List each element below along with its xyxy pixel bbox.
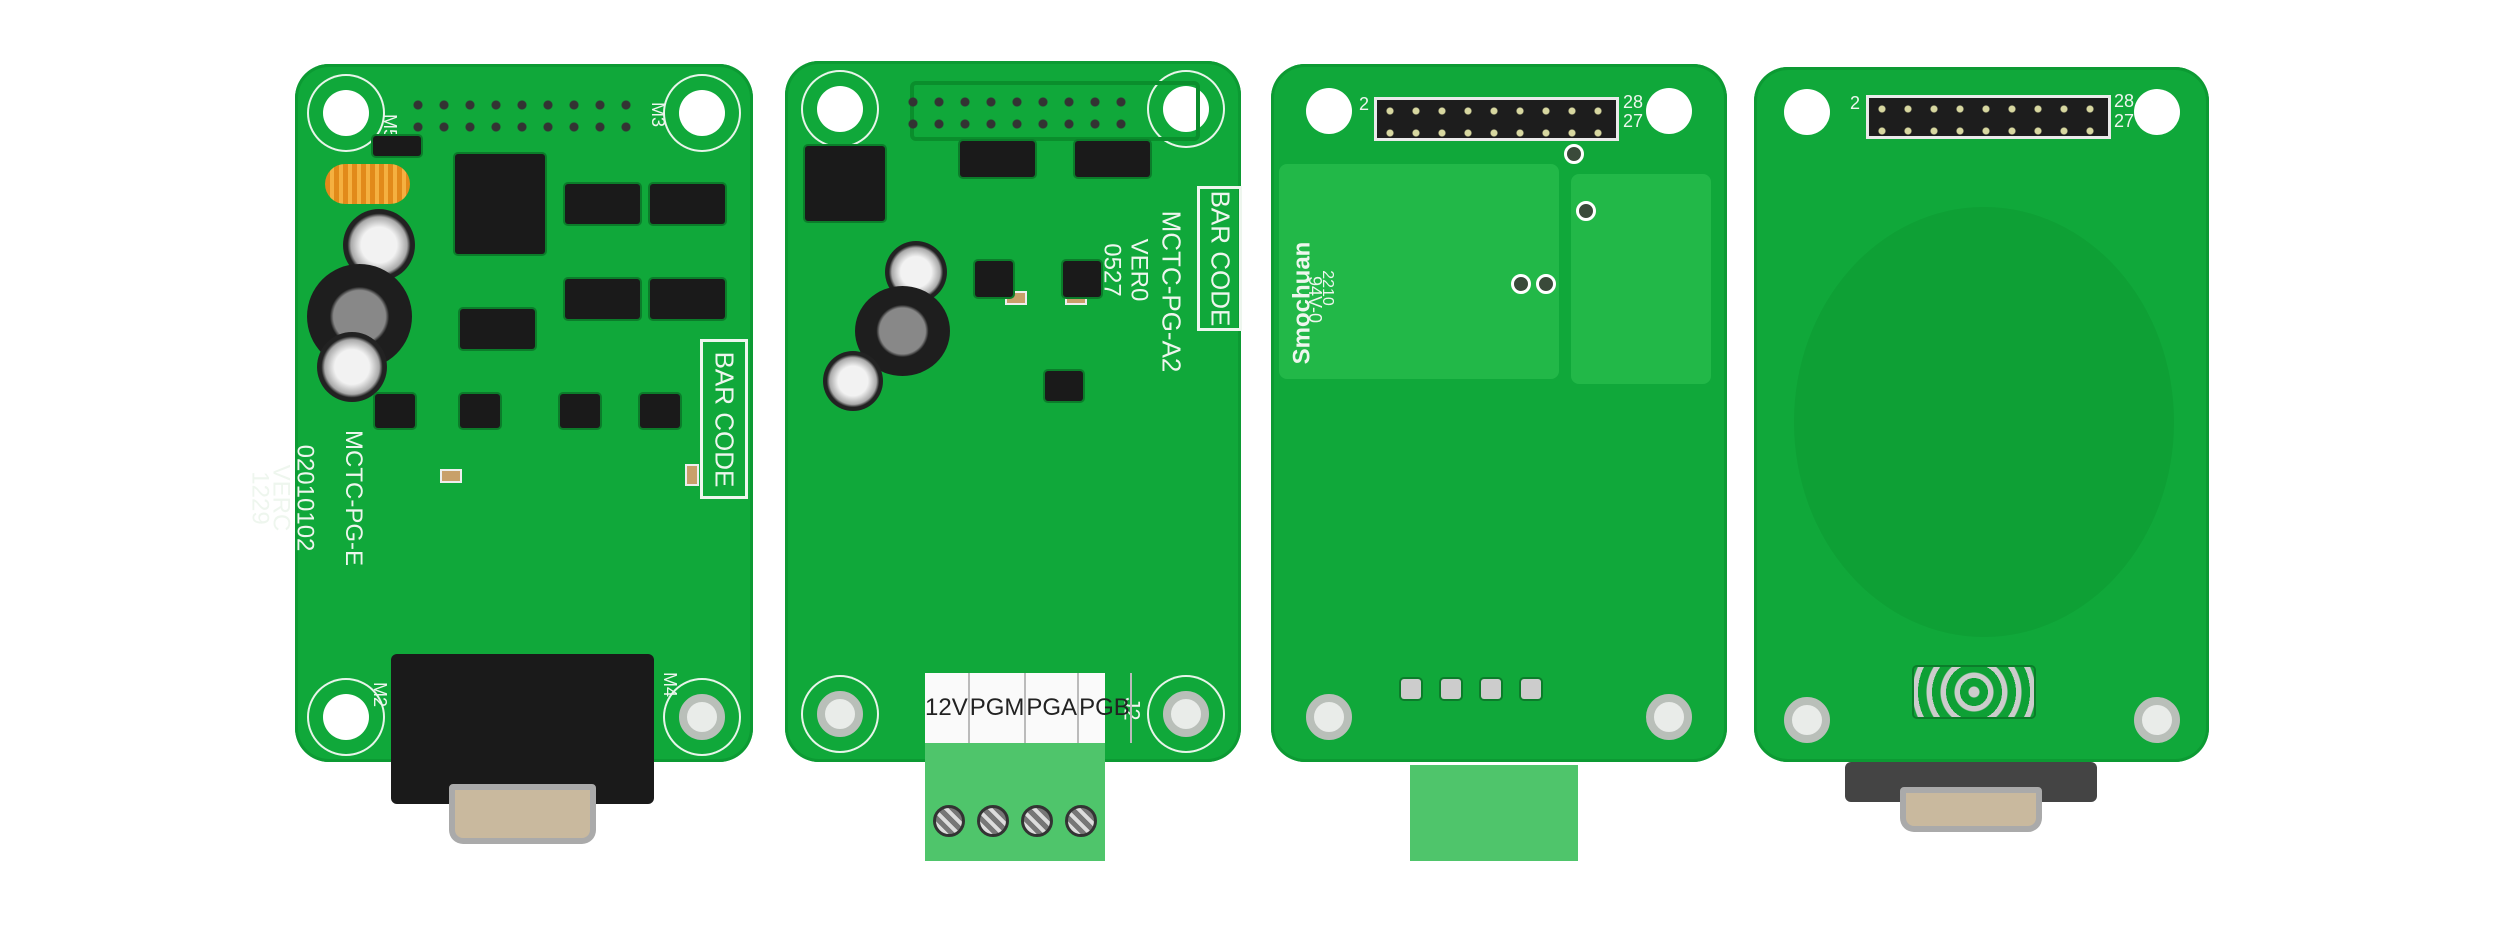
mount-hole xyxy=(1306,694,1352,740)
date-label: 0527 xyxy=(1098,243,1126,297)
pin-header xyxy=(1374,97,1619,141)
db9-shell xyxy=(448,784,597,844)
mount-hole xyxy=(1306,88,1352,134)
ic xyxy=(960,141,1035,177)
capacitor xyxy=(823,351,883,411)
test-point xyxy=(1564,144,1584,164)
pin-label-28: 28 xyxy=(1623,92,1644,112)
pin-label-2: 2 xyxy=(1850,93,1861,113)
pin-header xyxy=(405,94,645,138)
smd-part xyxy=(685,464,699,486)
mount-hole xyxy=(1646,88,1692,134)
smd-part xyxy=(440,469,462,483)
pad xyxy=(1521,679,1541,699)
mount-hole xyxy=(817,691,863,737)
version-label: VER0 xyxy=(1125,238,1153,302)
ic xyxy=(460,309,535,349)
ic xyxy=(650,184,725,224)
pad xyxy=(1401,679,1421,699)
barcode-label: BAR CODE xyxy=(709,351,740,487)
ic xyxy=(375,394,415,428)
mount-hole xyxy=(1646,694,1692,740)
terminal-label-pgb: PGB xyxy=(1079,673,1132,743)
ic xyxy=(565,279,640,319)
model-label: MCTC-PG-A2 xyxy=(1156,210,1187,373)
date-label: 1229 xyxy=(246,471,274,525)
pcb-board-pg-e: M3 M5 MCTC-PG-E 02010102 VERC 1229 BAR C… xyxy=(247,64,753,762)
db9-connector xyxy=(1845,762,2097,832)
pcb-board-pg-a2-back: 2 28 27 Smochuan 94V-0 2210 xyxy=(1271,64,1727,762)
label-m4: M4 xyxy=(660,671,681,698)
terminal-block: 12V PGM PGA PGB xyxy=(925,673,1132,861)
ic xyxy=(640,394,680,428)
code-label: 02010102 xyxy=(291,444,319,552)
mount-hole xyxy=(817,86,863,132)
regulator xyxy=(455,154,545,254)
ic xyxy=(975,261,1013,297)
mount-hole xyxy=(323,694,369,740)
ic xyxy=(560,394,600,428)
mount-hole xyxy=(679,694,725,740)
pin-label-28: 28 xyxy=(2114,91,2135,111)
pin-label-27: 27 xyxy=(2114,111,2135,131)
mount-hole xyxy=(2134,89,2180,135)
pad-array xyxy=(1914,667,2034,717)
label-m3: M3 xyxy=(648,101,669,128)
mount-hole xyxy=(1163,691,1209,737)
ic xyxy=(460,394,500,428)
mount-hole xyxy=(1784,697,1830,743)
terminal-labels: 12V PGM PGA PGB xyxy=(925,673,1132,743)
pcb-board-pg-e-back: 2 28 27 xyxy=(1754,67,2209,762)
diode xyxy=(373,136,421,156)
terminal-screw[interactable] xyxy=(933,805,965,837)
ic xyxy=(1075,141,1150,177)
pad xyxy=(1481,679,1501,699)
terminal-block xyxy=(1410,765,1578,861)
ic xyxy=(1063,261,1101,297)
terminal-screw[interactable] xyxy=(977,805,1009,837)
barcode-area: BAR CODE xyxy=(1197,186,1242,331)
test-point xyxy=(1576,201,1596,221)
model-label: MCTC-PG-E xyxy=(339,430,367,566)
mount-hole xyxy=(1784,89,1830,135)
pin-label-27: 27 xyxy=(1623,111,1644,131)
pad xyxy=(1441,679,1461,699)
terminal-label-pga: PGA xyxy=(1026,673,1080,743)
copper-pour xyxy=(1794,207,2174,637)
test-point xyxy=(1536,274,1556,294)
ic xyxy=(1045,371,1083,401)
terminal-screw[interactable] xyxy=(1065,805,1097,837)
barcode-label: BAR CODE xyxy=(1205,190,1235,327)
db9-shell xyxy=(1900,787,2042,832)
ic xyxy=(565,184,640,224)
pin-header xyxy=(900,91,1135,135)
terminal-screw[interactable] xyxy=(1021,805,1053,837)
terminal-label-12v: 12V xyxy=(925,673,970,743)
mount-hole xyxy=(323,90,369,136)
pcb-board-pg-a2: MCTC-PG-A2 VER0 0527 BAR CODE J2 xyxy=(785,61,1242,762)
label-m2: M2 xyxy=(370,681,391,708)
regulator xyxy=(805,146,885,221)
mount-hole xyxy=(679,90,725,136)
mount-hole xyxy=(1163,86,1209,132)
copper-pour xyxy=(1279,164,1559,379)
capacitor xyxy=(317,332,387,402)
barcode-area: BAR CODE xyxy=(700,339,748,499)
pin-label-2: 2 xyxy=(1359,94,1370,114)
test-point xyxy=(1511,274,1531,294)
pin-header xyxy=(1866,95,2111,139)
terminal-label-pgm: PGM xyxy=(970,673,1027,743)
ic xyxy=(650,279,725,319)
date-label: 2210 xyxy=(1318,270,1336,306)
mount-hole xyxy=(2134,697,2180,743)
db9-connector xyxy=(391,654,654,844)
toroid-inductor xyxy=(325,164,410,204)
